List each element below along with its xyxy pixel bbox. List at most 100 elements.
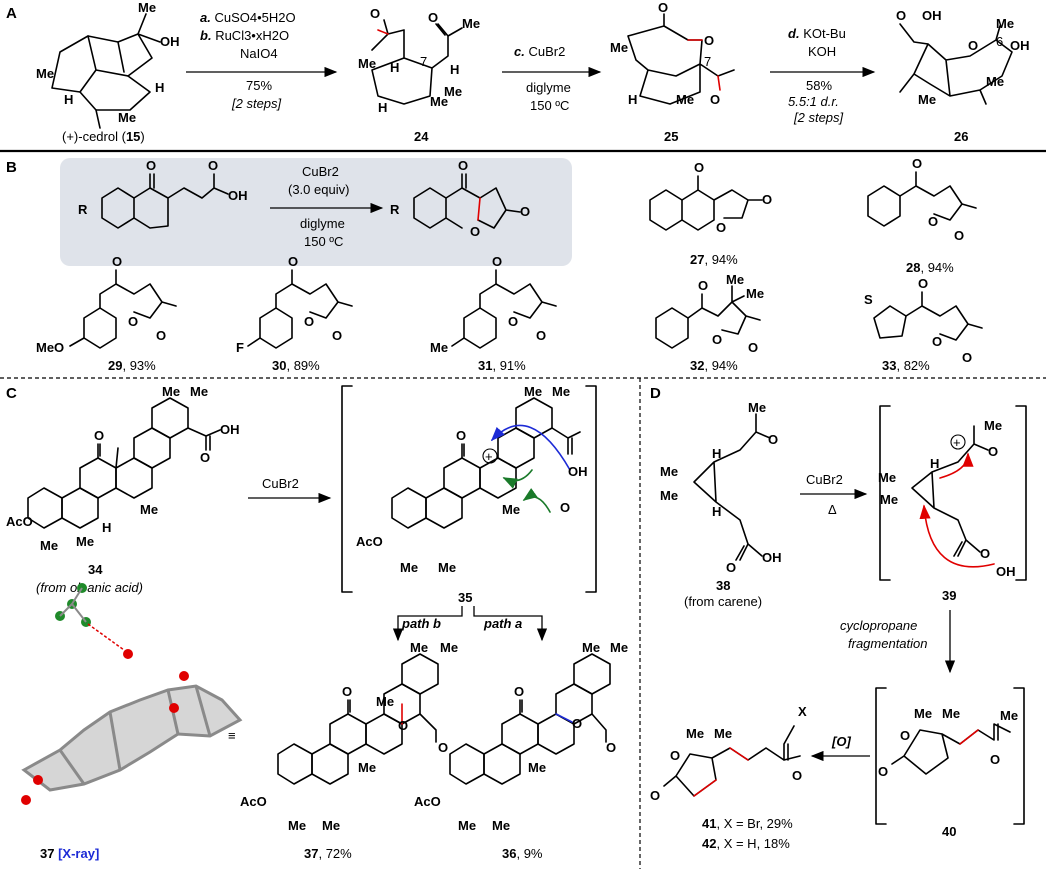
- atom-o: O: [658, 0, 668, 15]
- atom-me: Me: [914, 706, 932, 721]
- equivalence-icon: ≡: [228, 728, 236, 743]
- atom-me: Me: [410, 640, 428, 655]
- atom-oh: OH: [1010, 38, 1030, 53]
- atom-o: O: [520, 204, 530, 219]
- step-yield: 58%: [806, 78, 832, 93]
- step-note: [2 steps]: [231, 96, 282, 111]
- atom-o: O: [712, 332, 722, 347]
- atom-o: O: [896, 8, 906, 23]
- atom-me: Me: [438, 560, 456, 575]
- atom-me-green: Me: [376, 694, 394, 709]
- atom-me: Me: [288, 818, 306, 833]
- atom-o: O: [146, 158, 156, 173]
- product-37-label: 37, 72%: [304, 846, 352, 861]
- atom-o: O: [332, 328, 342, 343]
- oxidation-label: [O]: [831, 734, 851, 749]
- atom-me: Me: [610, 640, 628, 655]
- product-general: [413, 173, 521, 229]
- reagent-b: b. RuCl3•xH2O: [200, 28, 289, 43]
- atom-h: H: [378, 100, 387, 115]
- atom-o: O: [94, 428, 104, 443]
- atom-me: Me: [40, 538, 58, 553]
- atom-o: O: [200, 450, 210, 465]
- atom-me: Me: [610, 40, 628, 55]
- atom-o: O: [726, 560, 736, 575]
- compound-34-structure: [27, 397, 221, 529]
- path-b-label: path b: [401, 616, 441, 631]
- atom-o: O: [670, 748, 680, 763]
- atom-me: Me: [502, 502, 520, 517]
- cation-plus: +: [485, 449, 493, 464]
- path-a-label: path a: [483, 616, 522, 631]
- substituent-x: X: [798, 704, 807, 719]
- atom-o: O: [288, 254, 298, 269]
- atom-me: Me: [726, 272, 744, 287]
- product-28-label: 28, 94%: [906, 260, 954, 275]
- reagent: CuBr2: [806, 472, 843, 487]
- cmpd-35: 35: [458, 590, 472, 605]
- atom-o: O: [370, 6, 380, 21]
- heat: Δ: [828, 502, 837, 517]
- atom-h: H: [390, 60, 399, 75]
- atom-o: O: [716, 220, 726, 235]
- product-27-label: 27, 94%: [690, 252, 738, 267]
- reagent-c: c. CuBr2: [514, 44, 565, 59]
- atom-me: Me: [880, 492, 898, 507]
- atom-o: O: [768, 432, 778, 447]
- atom-o: O: [988, 444, 998, 459]
- atom-me: Me: [458, 818, 476, 833]
- compound-40-structure: [891, 723, 1011, 775]
- dr: 5.5:1 d.r.: [788, 94, 839, 109]
- r-group: R: [390, 202, 400, 217]
- compound-41-42-structure: [663, 725, 801, 797]
- solvent: diglyme: [526, 80, 571, 95]
- atom-o: O: [792, 768, 802, 783]
- atom-me: Me: [686, 726, 704, 741]
- cmpd-24: 24: [414, 129, 429, 144]
- atom-7: 7: [704, 54, 711, 69]
- atom-o: O: [342, 684, 352, 699]
- atom-h: H: [450, 62, 459, 77]
- product-33-label: 33, 82%: [882, 358, 930, 373]
- compound-32-structure: [655, 285, 761, 349]
- atom-o: O: [912, 156, 922, 171]
- atom-o: O: [990, 752, 1000, 767]
- atom-me: Me: [190, 384, 208, 399]
- reagent-d2: KOH: [808, 44, 836, 59]
- compound-26-structure: [899, 23, 1013, 105]
- reagent-a: a. CuSO4•5H2O: [200, 10, 296, 25]
- atom-me: Me: [492, 818, 510, 833]
- atom-oh: OH: [922, 8, 942, 23]
- atom-o: O: [458, 158, 468, 173]
- source-note: (from carene): [684, 594, 762, 609]
- atom-o: O: [980, 546, 990, 561]
- atom-o: O: [456, 428, 466, 443]
- atom-me: Me: [528, 760, 546, 775]
- fragmentation-note-1: cyclopropane: [840, 618, 917, 633]
- solvent: diglyme: [300, 216, 345, 231]
- compound-36-structure: [449, 653, 611, 785]
- atom-me: Me: [552, 384, 570, 399]
- cmpd-39: 39: [942, 588, 956, 603]
- cmpd-15-label: (+)-cedrol (15): [62, 129, 145, 144]
- atom-o: O: [156, 328, 166, 343]
- compound-30-structure: [247, 269, 353, 349]
- r-group: R: [78, 202, 88, 217]
- atom-o: O: [128, 314, 138, 329]
- atom-h: H: [930, 456, 939, 471]
- atom-me: Me: [996, 16, 1014, 31]
- source-note: (from oleanic acid): [36, 580, 143, 595]
- compound-27-structure: [649, 175, 763, 231]
- cation-39-structure: [911, 425, 995, 568]
- atom-o: O: [748, 340, 758, 355]
- compound-29-structure: [69, 269, 177, 349]
- atom-o: O: [428, 10, 438, 25]
- atom-o: O: [962, 350, 972, 365]
- atom-me: Me: [358, 56, 376, 71]
- temperature: 150 ºC: [304, 234, 343, 249]
- atom-me: Me: [140, 502, 158, 517]
- substituent-meo: MeO: [36, 340, 64, 355]
- atom-me: Me: [138, 0, 156, 15]
- substituent-s: S: [864, 292, 873, 307]
- atom-oh: OH: [762, 550, 782, 565]
